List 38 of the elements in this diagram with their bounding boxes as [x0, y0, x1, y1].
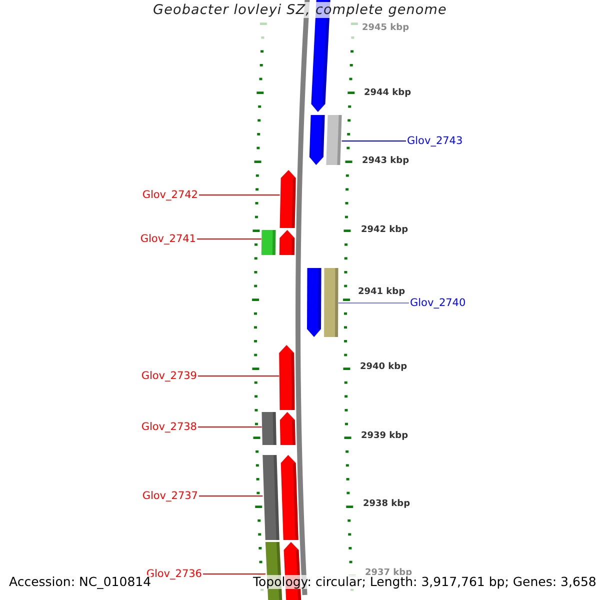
- gene-block: [324, 268, 338, 337]
- gene-block: [262, 412, 276, 445]
- gene-feature: [307, 268, 322, 337]
- tick-label: 2937 kbp: [365, 568, 412, 578]
- leader-line: [341, 140, 406, 142]
- leader-line: [196, 238, 262, 240]
- gene-block: [326, 115, 342, 165]
- tick-label: 2943 kbp: [362, 156, 410, 166]
- gene-label: Glov_2740: [410, 297, 466, 310]
- tick-label: 2945 kbp: [362, 23, 410, 34]
- gene-feature: [280, 170, 296, 228]
- gene-label: Glov_2738: [141, 421, 197, 434]
- gene-label: Glov_2742: [142, 189, 198, 202]
- tick-label: 2939 kbp: [361, 431, 408, 442]
- gene-feature: [279, 230, 295, 255]
- gene-block: [262, 455, 280, 540]
- gene-feature: [280, 455, 298, 540]
- leader-line: [202, 574, 266, 575]
- tick-label: 2938 kbp: [363, 499, 410, 510]
- tick-label: 2940 kbp: [360, 362, 408, 372]
- gene-label: Glov_2739: [141, 370, 197, 382]
- gene-label: Glov_2737: [142, 490, 198, 502]
- tick-label: 2942 kbp: [361, 225, 408, 236]
- tick-label: 2944 kbp: [364, 88, 412, 98]
- leader-line: [198, 426, 262, 428]
- leader-line: [338, 302, 410, 304]
- gene-label: Glov_2743: [407, 135, 463, 148]
- gene-feature: [279, 345, 295, 410]
- gene-feature: [309, 115, 325, 165]
- gene-block: [261, 230, 276, 255]
- tick-label: 2941 kbp: [358, 287, 406, 298]
- title: Geobacter lovleyi SZ, complete genome: [152, 3, 448, 19]
- gene-feature: [280, 412, 296, 445]
- gene-label: Glov_2741: [140, 233, 196, 246]
- genome-stats-text: Topology: circular; Length: 3,917,761 bp; Genes: 3,658: [253, 575, 596, 590]
- leader-line: [198, 496, 264, 497]
- leader-line: [198, 376, 280, 377]
- leader-line: [198, 194, 280, 196]
